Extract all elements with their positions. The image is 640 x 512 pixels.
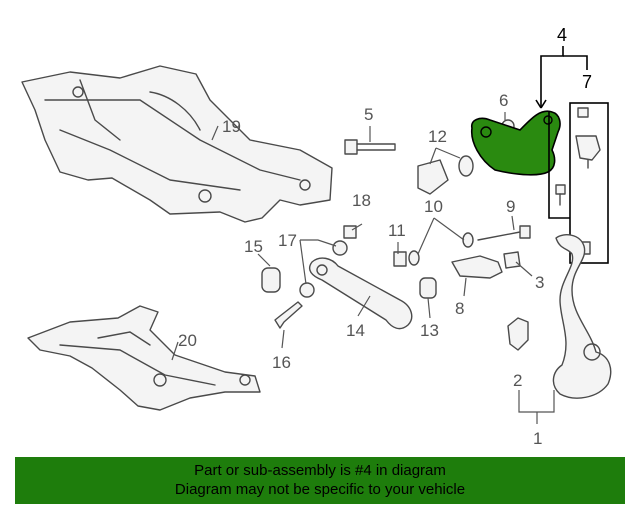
bushing-part-17[interactable] (299, 240, 348, 298)
ball-joint-part-2[interactable] (507, 317, 529, 351)
crossmember-part-20[interactable] (27, 305, 261, 411)
callout-label-18: 18 (352, 191, 371, 210)
callout-label-1: 1 (533, 429, 542, 448)
callout-label-7: 7 (582, 72, 592, 92)
callout-label-6: 6 (499, 91, 508, 110)
callout-label-12: 12 (428, 127, 447, 146)
bushing-part-15[interactable] (261, 267, 281, 293)
nut-part-11[interactable] (393, 251, 407, 267)
part-info-banner: Part or sub-assembly is #4 in diagram Di… (15, 457, 625, 504)
callout-label-5: 5 (364, 105, 373, 124)
upper-control-arm-part-4[interactable] (470, 110, 561, 176)
strut-rod-part-8[interactable] (451, 255, 503, 279)
bolt-part-16[interactable] (274, 301, 303, 329)
bushing-part-13[interactable] (419, 277, 437, 299)
callout-leaders (171, 46, 588, 424)
callout-label-8: 8 (455, 299, 464, 318)
lower-control-arm-part-14[interactable] (308, 257, 413, 330)
washer-part-10[interactable] (408, 232, 474, 266)
steering-knuckle-part-1[interactable] (552, 234, 612, 399)
callout-label-9: 9 (506, 197, 515, 216)
bushing-part-12[interactable] (417, 155, 474, 195)
callout-label-11: 11 (388, 221, 406, 240)
exploded-parts-diagram: 1 2 3 4 5 6 7 8 9 10 11 12 13 14 15 16 1… (21, 25, 612, 448)
callout-numbers: 1 2 3 4 5 6 7 8 9 10 11 12 13 14 15 16 1… (178, 25, 592, 448)
front-subframe-part-19[interactable] (21, 65, 333, 223)
bolt-part-9[interactable] (477, 225, 531, 241)
banner-line-disclaimer: Diagram may not be specific to your vehi… (174, 481, 466, 498)
banner-line-part-number: Part or sub-assembly is #4 in diagram (194, 462, 446, 479)
callout-label-4: 4 (557, 25, 567, 45)
callout-label-19: 19 (222, 117, 241, 136)
bushing-part-3[interactable] (503, 251, 521, 269)
callout-label-20: 20 (178, 331, 197, 350)
callout-label-14: 14 (346, 321, 365, 340)
callout-label-16: 16 (272, 353, 291, 372)
callout-label-2: 2 (513, 371, 522, 390)
callout-label-17: 17 (278, 231, 297, 250)
nut-part-18[interactable] (343, 225, 357, 239)
callout-label-3: 3 (535, 273, 544, 292)
callout-label-10: 10 (424, 197, 443, 216)
callout-label-15: 15 (244, 237, 263, 256)
bolt-small-part-4-kit[interactable] (555, 184, 566, 206)
bolt-part-5[interactable] (344, 139, 396, 155)
callout-label-13: 13 (420, 321, 439, 340)
